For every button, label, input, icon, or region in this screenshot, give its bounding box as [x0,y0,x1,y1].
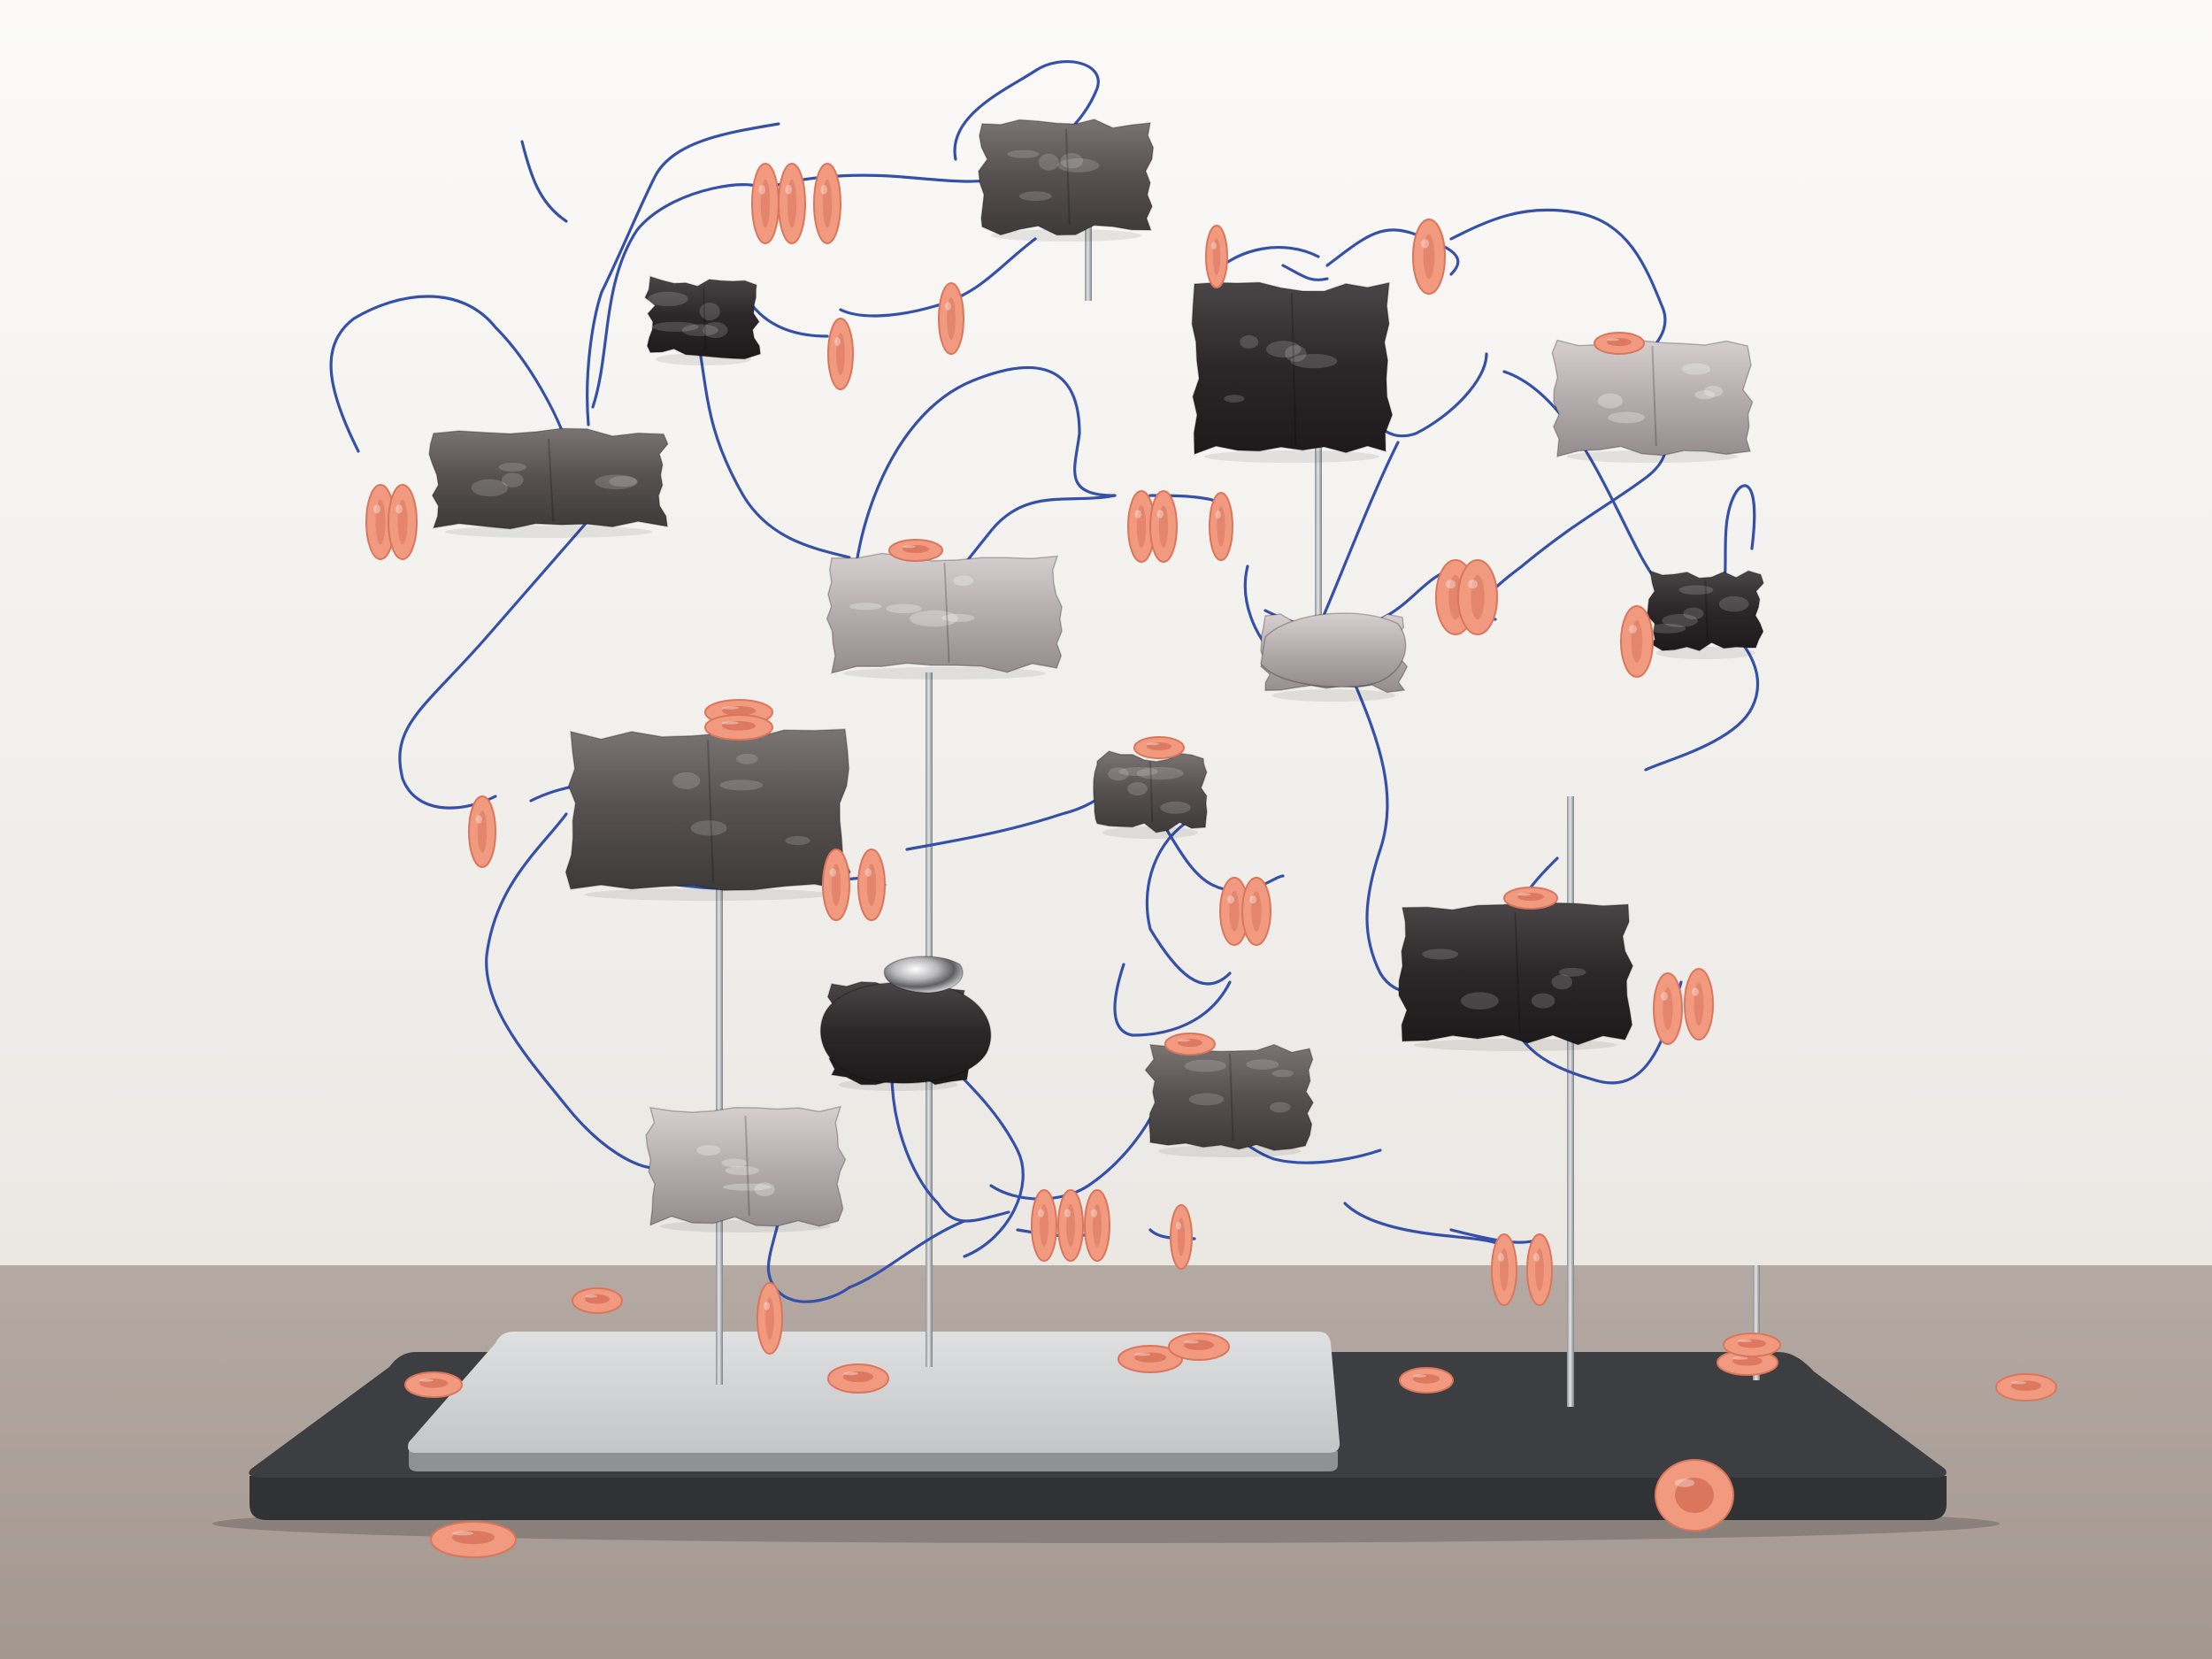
orange-ring [1995,1373,2057,1402]
orange-ring [1209,492,1233,561]
orange-ring [938,282,964,355]
blue-wire [945,1060,1025,1258]
orange-ring [757,1282,783,1355]
orange-ring [1170,1204,1193,1270]
orange-ring [1503,887,1558,910]
orange-ring [1057,1189,1084,1262]
dark-block [1398,902,1634,1051]
mid-block [978,119,1155,242]
light-block [826,552,1063,680]
orange-ring [813,163,841,244]
orange-ring [404,1371,463,1398]
orange-ring [1684,968,1714,1041]
blue-wire [1343,1202,1506,1249]
orange-ring [822,849,850,921]
blue-wire [398,463,639,810]
steel-rod [1753,1265,1760,1380]
steel-rod [1085,217,1092,301]
orange-ring [857,849,886,921]
dark-block [1191,281,1394,463]
mid-block [428,427,669,538]
orange-ring [1399,1367,1454,1394]
orange-ring [572,1287,623,1314]
orange-ring [1118,1345,1183,1373]
orange-ring [1127,490,1156,563]
orange-ring [1653,972,1683,1045]
orange-ring [1620,605,1654,678]
orange-ring [1241,877,1271,946]
orange-ring [1133,736,1185,759]
light-block [1551,339,1754,463]
orange-ring [1412,219,1446,295]
orange-ring [827,318,854,390]
rings [365,163,2057,1558]
orange-ring [1084,1189,1110,1262]
orange-ring [1594,332,1645,355]
orange-ring [1526,1233,1553,1306]
dark-blob-block [819,981,992,1084]
steel-rod [1315,442,1322,637]
orange-ring [388,484,418,560]
orange-ring [888,539,943,562]
orange-ring [1031,1189,1057,1262]
chrome-cluster [883,956,964,994]
orange-ring [1655,1459,1734,1532]
orange-ring [1205,225,1228,288]
dark-block [644,275,762,365]
blue-wire [329,295,568,453]
orange-ring [1149,490,1178,563]
blue-wire [1317,441,1400,630]
blue-wire [750,303,829,338]
blue-wire [1145,821,1232,986]
blue-wire [1113,963,1232,1037]
orange-ring [704,714,773,741]
orange-ring [1168,1333,1230,1361]
steel-rod [1567,796,1574,1407]
light-blob-block [1260,612,1407,688]
blue-wire [697,343,851,559]
blue-wire [591,183,763,409]
orange-ring [468,795,496,868]
orange-ring [1491,1233,1517,1306]
blue-wire [1449,208,1667,373]
orange-ring [1219,877,1249,946]
orange-ring [827,1363,889,1394]
orange-ring [751,163,780,244]
orange-ring [1723,1333,1781,1357]
mid-block [1144,1043,1314,1157]
blue-wire [839,237,1037,318]
blue-wire [890,1042,1010,1223]
orange-ring [1457,559,1498,635]
blue-wire [485,812,657,1170]
orange-ring [1164,1033,1216,1056]
blue-wire [848,1219,966,1289]
light-block [645,1105,847,1233]
blue-wire [520,140,568,223]
blue-wire [586,122,780,426]
dark-block [1646,570,1764,659]
blocks [428,119,1764,1233]
silver-plate [408,1332,1340,1471]
orange-ring [365,484,396,560]
mid-block [1093,750,1208,839]
mid-block [565,728,851,901]
blue-wire [1281,264,1329,281]
blue-wire [851,365,1117,612]
orange-ring [430,1521,517,1558]
orange-ring [778,163,806,244]
